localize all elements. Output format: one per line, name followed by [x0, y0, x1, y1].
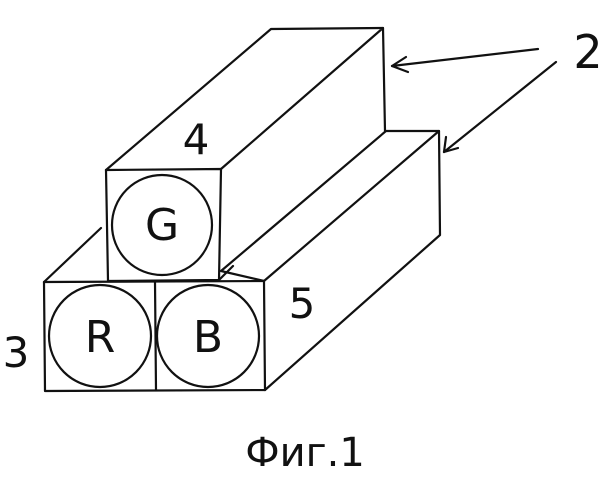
reference-numeral-2: 2 — [573, 25, 602, 79]
bottom-block-top-face — [44, 131, 439, 282]
reference-numeral-4: 4 — [183, 115, 210, 164]
cell-g-label: G — [145, 200, 179, 251]
bottom-block-divider — [155, 282, 156, 390]
reference-numeral-3: 3 — [3, 328, 30, 377]
top-block-top-face — [106, 28, 383, 170]
leader-line-lower — [444, 62, 556, 152]
leader-line-upper — [392, 49, 538, 66]
bottom-block-side-face — [265, 131, 440, 390]
reference-numeral-5: 5 — [289, 279, 316, 328]
cell-r-label: R — [85, 312, 116, 363]
reference-2-leaders — [392, 49, 556, 152]
figure-caption: Фиг.1 — [245, 430, 365, 476]
cell-b-label: B — [193, 312, 223, 363]
